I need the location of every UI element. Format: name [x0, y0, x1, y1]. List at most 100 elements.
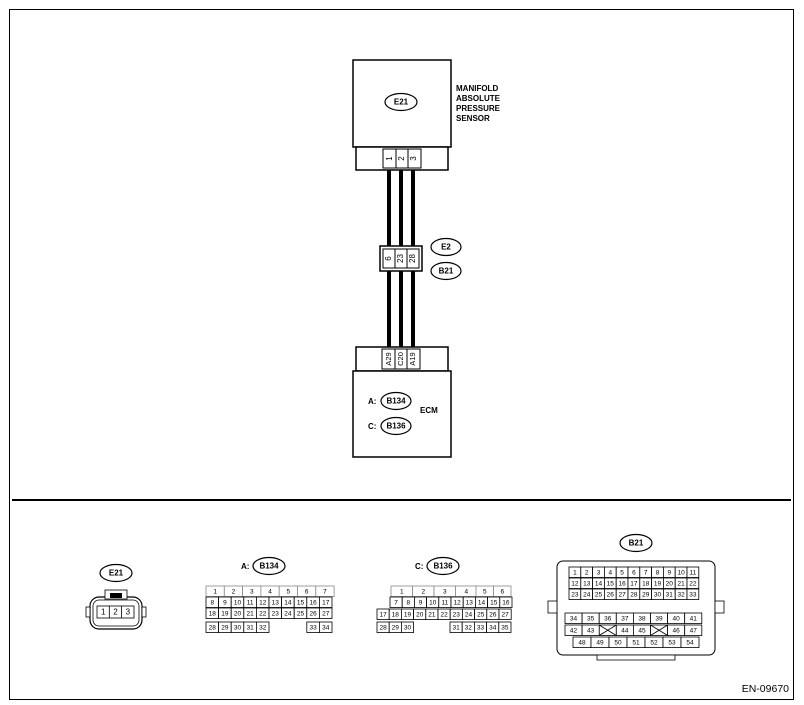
connector-b136-pin: 6 — [500, 588, 504, 595]
connector-b21-pin: 19 — [654, 580, 662, 587]
joint-pin-23: 23 — [396, 254, 405, 263]
connector-b21-pin: 37 — [621, 615, 629, 622]
connector-b21-pin-cell — [684, 612, 703, 624]
connector-b21-pin: 17 — [630, 580, 638, 587]
joint-code-e2: E2 — [441, 243, 451, 252]
connector-b136-pin: 28 — [379, 624, 387, 631]
connector-b134-pin: 13 — [272, 599, 280, 606]
connector-b134-pin: 15 — [297, 599, 305, 606]
connector-b21-pin: 52 — [650, 639, 658, 646]
connector-b134-pin: 23 — [272, 610, 280, 617]
connector-b21-pin: 10 — [677, 569, 685, 576]
connector-b21-pin: 4 — [608, 569, 612, 576]
ecm-pin-a29: A29 — [384, 352, 393, 365]
connector-b134-prefix: A: — [241, 562, 249, 571]
connector-b134-pin: 10 — [234, 599, 242, 606]
ecm-name: ECM — [420, 406, 438, 415]
connector-e21-pin: 2 — [113, 608, 118, 617]
connector-b136-pin: 8 — [406, 599, 410, 606]
connector-b21-pin: 42 — [570, 627, 578, 634]
connector-b21-pin: 9 — [667, 569, 671, 576]
connector-b21-pin-cell — [686, 577, 700, 589]
connector-b21-pin: 1 — [573, 569, 577, 576]
connector-b136-pin: 15 — [490, 599, 498, 606]
connector-b21-pin: 27 — [618, 591, 626, 598]
connector-b21-pin: 20 — [666, 580, 674, 587]
ecm-prefix-c: C: — [368, 422, 376, 431]
sensor-pin-box — [382, 148, 422, 169]
connector-b136-pin: 21 — [428, 611, 436, 618]
connector-b136-pin: 24 — [465, 611, 473, 618]
connector-b21-pin-cell — [633, 624, 651, 636]
connector-b134-pin-cell — [318, 607, 333, 619]
connector-b21-pin: 5 — [620, 569, 624, 576]
connector-b134-pin: 2 — [232, 588, 236, 595]
connector-b21-pin: 3 — [597, 569, 601, 576]
connector-b134-label: B134 — [259, 562, 279, 571]
ecm-badge-b134 — [380, 391, 412, 411]
joint-code-badge-e2 — [430, 237, 462, 257]
connector-b134-pin: 32 — [259, 624, 267, 631]
connector-b136-pin: 9 — [419, 599, 423, 606]
wire-harness — [387, 170, 415, 347]
connector-b136-pin: 22 — [440, 611, 448, 618]
ecm-pin-a19: A19 — [408, 352, 417, 365]
connector-b21-pin: 16 — [618, 580, 626, 587]
connector-b21-pin: 18 — [642, 580, 650, 587]
connector-b136-pin: 25 — [477, 611, 485, 618]
connector-b134-pin-cell — [318, 621, 333, 633]
connector-b136-pin: 1 — [400, 588, 404, 595]
connector-b134-pin: 17 — [322, 599, 330, 606]
connector-e21-view: E21 1 2 3 — [85, 563, 147, 630]
connector-b21-pin: 31 — [666, 591, 674, 598]
connector-b134-pin: 28 — [209, 624, 217, 631]
connector-b21-pin: 11 — [690, 569, 697, 576]
ecm-code-b136: B136 — [386, 422, 406, 431]
connector-b134-pin: 11 — [247, 599, 254, 606]
connector-b136-pin: 20 — [416, 611, 424, 618]
connector-b21-pin: 26 — [607, 591, 615, 598]
connector-e21-badge — [99, 563, 133, 583]
ecm-body — [352, 370, 452, 458]
connector-b21-pin: 2 — [585, 569, 589, 576]
connector-b21-pin: 6 — [632, 569, 636, 576]
connector-b134-pin: 20 — [234, 610, 242, 617]
diagram-border — [9, 9, 794, 700]
connector-b136-pin-cell — [499, 596, 513, 608]
connector-b136-pin: 26 — [489, 611, 497, 618]
connector-b134-pin: 29 — [221, 624, 229, 631]
connector-b21-pin: 44 — [621, 627, 629, 634]
connector-b21-pin: 38 — [638, 615, 646, 622]
connector-b21-pin: 8 — [656, 569, 660, 576]
connector-b136-pin-cell — [493, 585, 512, 597]
connector-b134-pin: 30 — [234, 624, 242, 631]
connector-b21-pin: 30 — [654, 591, 662, 598]
sensor-block: 1 2 3 E21 MANIFOLD ABSOLUTE PRESSURE SEN… — [352, 59, 501, 171]
connector-b136-prefix: C: — [415, 562, 423, 571]
ecm-badge-b136 — [380, 416, 412, 436]
connector-b21-pin: 36 — [604, 615, 612, 622]
connector-b21-pin: 28 — [630, 591, 638, 598]
joint-connector: 6 23 28 E2 B21 — [379, 237, 462, 281]
connector-b136-pin: 27 — [501, 611, 509, 618]
connector-b134-pin: 33 — [309, 624, 317, 631]
connector-b134-pin: 21 — [246, 610, 254, 617]
connector-b21-pin: 49 — [596, 639, 604, 646]
connector-b136-pin: 2 — [421, 588, 425, 595]
ecm-code-b134: B134 — [386, 397, 406, 406]
connector-b134-pin: 24 — [284, 610, 292, 617]
connector-b136-pin: 35 — [501, 624, 509, 631]
connector-b21-badge — [619, 533, 653, 553]
connector-b134-badge — [252, 556, 286, 576]
connector-b136-pin: 13 — [466, 599, 474, 606]
connector-b136-pin: 10 — [429, 599, 437, 606]
connector-b136-pin: 14 — [478, 599, 486, 606]
connector-b21-pin: 43 — [587, 627, 595, 634]
connector-b134-pin: 7 — [323, 588, 327, 595]
connector-b134-pin: 8 — [210, 599, 214, 606]
connector-b134-pin-cell — [315, 585, 335, 597]
